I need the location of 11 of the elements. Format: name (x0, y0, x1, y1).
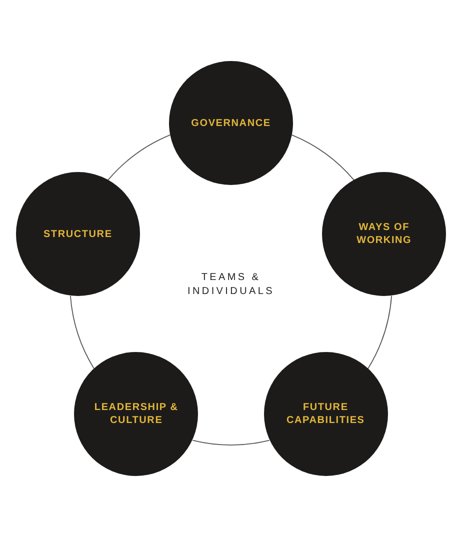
node-label: LEADERSHIP & CULTURE (93, 401, 180, 428)
node-label: GOVERNANCE (190, 116, 272, 130)
node-label: STRUCTURE (42, 228, 114, 241)
node-label: WAYS OF WORKING (356, 221, 413, 248)
node-label: FUTURE CAPABILITIES (285, 401, 366, 428)
connector-arc (108, 134, 171, 181)
center-label: TEAMS & INDIVIDUALS (186, 271, 276, 299)
connector-arc (291, 134, 354, 181)
connector-arc (192, 440, 270, 446)
connector-arc (70, 295, 95, 370)
connector-arc (367, 295, 392, 370)
